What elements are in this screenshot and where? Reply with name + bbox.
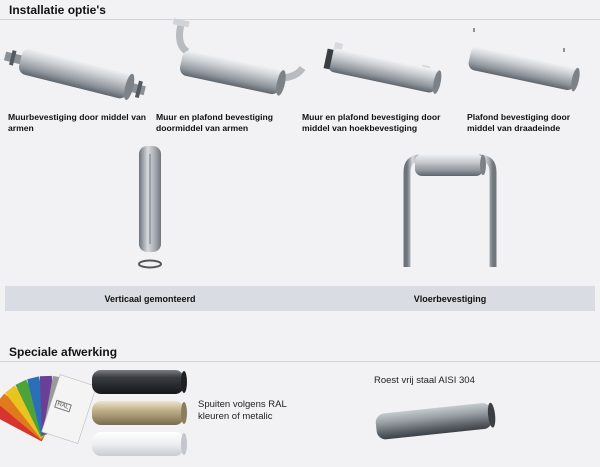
- stainless-text: Roest vrij staal AISI 304: [374, 375, 475, 386]
- floor-unit-illustration: [403, 154, 497, 267]
- vertical-label: Verticaal gemonteerd: [104, 294, 196, 304]
- floor-label: Vloerbevestiging: [413, 294, 487, 304]
- option-wall-arms: Muurbevestiging door middel van armen: [0, 22, 150, 142]
- unit-wall-arms-illustration: [3, 48, 146, 101]
- option-label: Muur en plafond bevestiging door middel …: [302, 112, 441, 133]
- vertical-unit-illustration: [138, 146, 162, 269]
- option-label: Muurbevestiging door middel van armen: [8, 112, 146, 133]
- ral-text-line-2: kleuren of metalic: [198, 411, 273, 422]
- option-label: Muur en plafond bevestiging doormiddel v…: [156, 112, 273, 133]
- option-corner-brackets: Muur en plafond bevestiging door middel …: [300, 22, 460, 142]
- option-threaded-rods: Plafond bevestiging door middel van draa…: [460, 22, 600, 142]
- unit-threaded-rod-illustration: [468, 28, 580, 92]
- ral-text-line-1: Spuiten volgens RAL: [198, 399, 287, 410]
- finish-tubes-illustration: [92, 370, 187, 456]
- option-wall-ceiling-arms: Muur en plafond bevestiging doormiddel v…: [150, 18, 306, 142]
- section-title-installation: Installatie optie's: [9, 3, 106, 17]
- stainless-tube-illustration: [375, 402, 496, 440]
- divider: [0, 361, 600, 362]
- divider: [0, 19, 600, 20]
- option-label: Plafond bevestiging door middel van draa…: [467, 112, 571, 133]
- unit-wall-ceiling-arms-illustration: [172, 18, 306, 96]
- ral-color-fan-illustration: [0, 374, 97, 444]
- section-title-finish: Speciale afwerking: [9, 345, 118, 359]
- option-floor: [300, 142, 600, 312]
- option-vertical: [0, 142, 300, 312]
- unit-corner-bracket-illustration: [323, 42, 442, 94]
- label-bar: [5, 286, 595, 311]
